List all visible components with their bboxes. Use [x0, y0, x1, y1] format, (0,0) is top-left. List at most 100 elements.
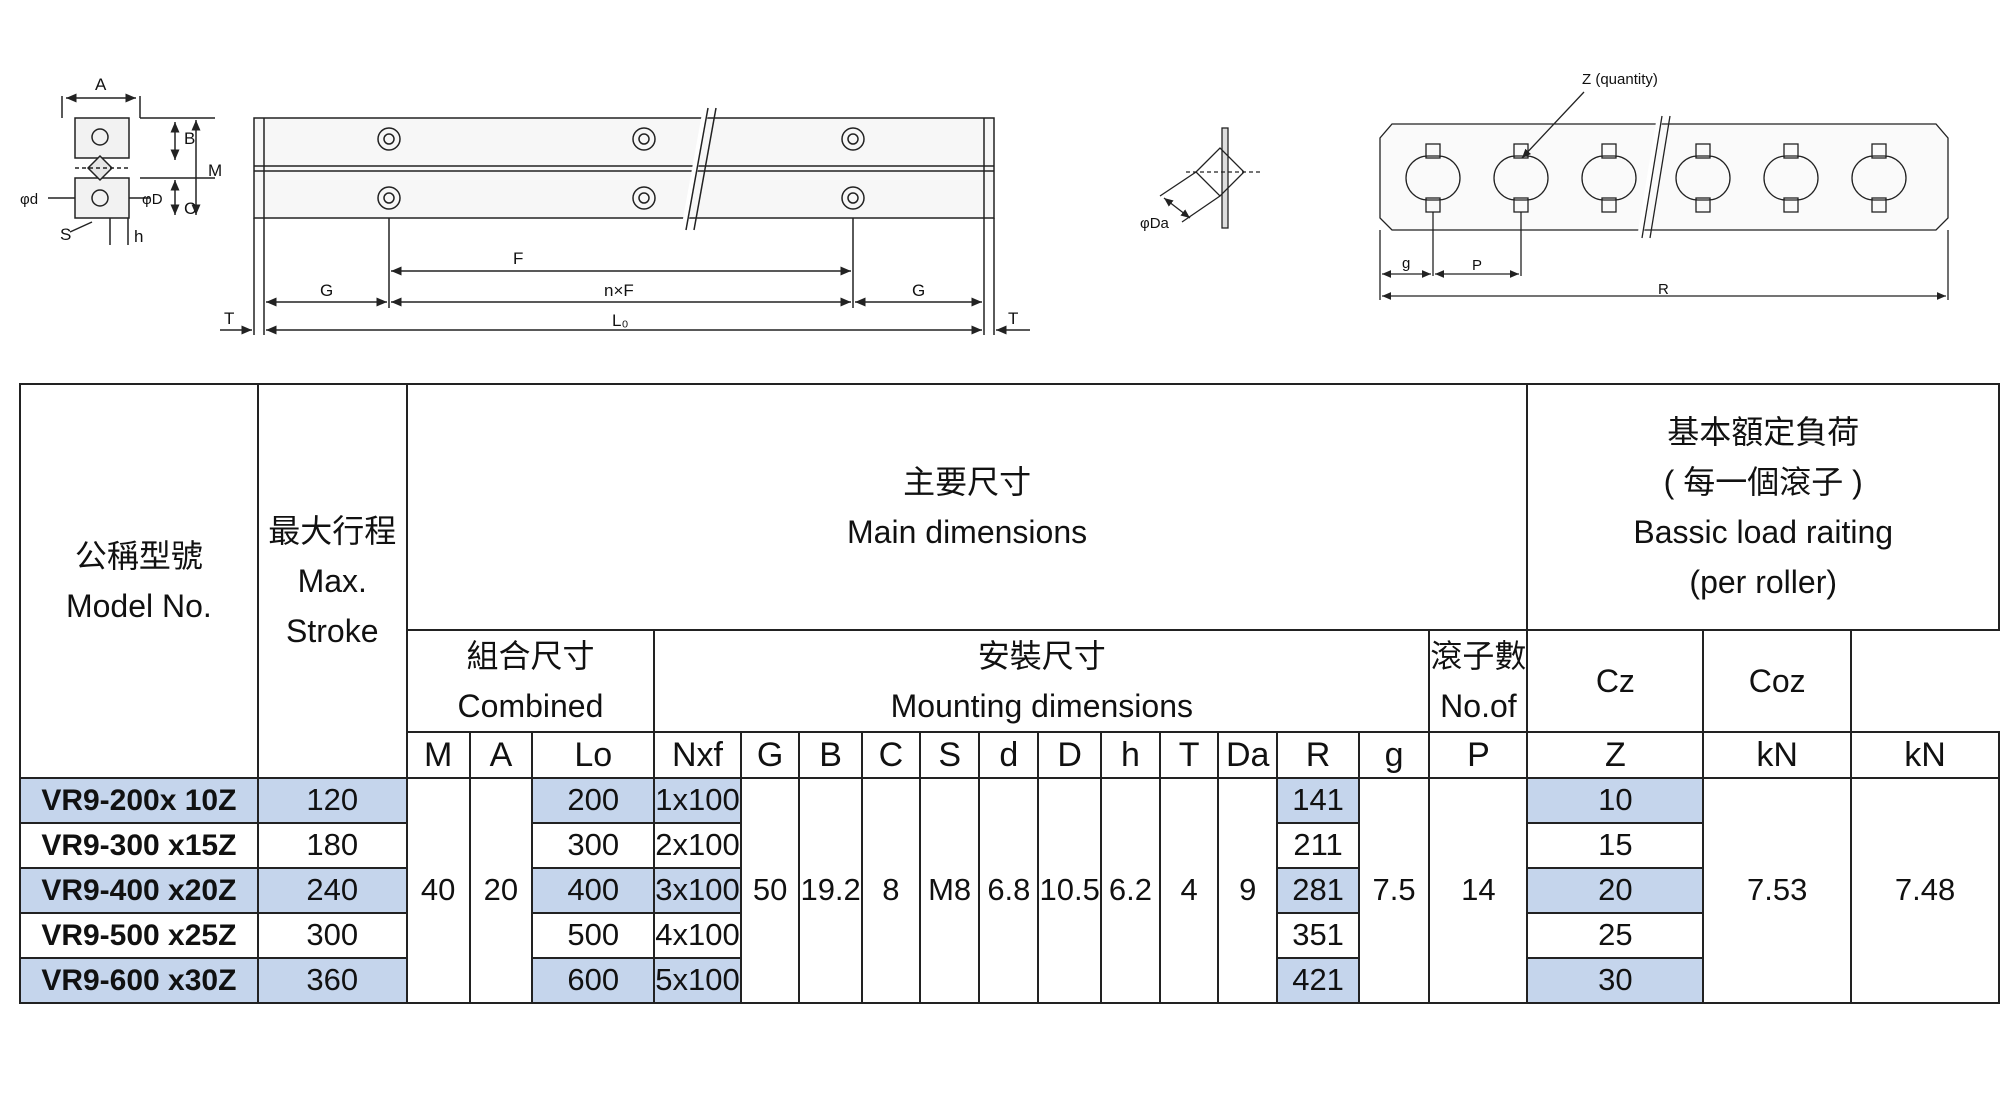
col-g: G	[739, 731, 801, 779]
lo-cell: 600	[531, 957, 656, 1004]
b-value: 19.2	[798, 777, 863, 1004]
z-cell: 25	[1526, 912, 1705, 959]
dim-small-d-label: φd	[20, 191, 38, 208]
h-value: 6.2	[1099, 777, 1162, 1004]
stroke-header: 最大行程 Max. Stroke	[256, 383, 408, 779]
dim-big-d-label: φD	[142, 191, 163, 208]
dim-m-label: M	[208, 161, 222, 180]
model-header-zh: 公稱型號	[74, 538, 203, 574]
drawings-svg: A B M C φd φD S h F G n×F G T	[20, 71, 1949, 335]
stroke-header-zh: 最大行程	[268, 513, 397, 549]
combined-header-en: Combined	[457, 688, 604, 724]
nxf-cell: 2x100	[653, 822, 742, 869]
roller-detail-view	[1159, 127, 1260, 229]
model-cell: VR9-600 x30Z	[19, 957, 259, 1004]
dim-r-label: R	[1658, 281, 1669, 298]
stroke-header-en-2: Stroke	[286, 613, 379, 649]
lo-cell: 300	[531, 822, 656, 869]
rollers-header-en: No.of	[1440, 688, 1517, 724]
coz-header: Coz	[1702, 629, 1853, 733]
col-z: Z	[1526, 731, 1705, 779]
stroke-cell: 240	[256, 867, 408, 914]
nxf-cell: 4x100	[653, 912, 742, 959]
z-cell: 10	[1526, 777, 1705, 824]
r-cell: 421	[1276, 957, 1360, 1004]
dim-z-quantity-label: Z (quantity)	[1582, 71, 1658, 88]
table-row: VR9-400 x20Z 240 400 3x100 281 20	[19, 867, 1999, 914]
header-row-2: 組合尺寸 Combined 安裝尺寸 Mounting dimensions 滾…	[20, 629, 1999, 733]
col-r: R	[1276, 731, 1360, 779]
r-cell: 211	[1276, 822, 1360, 869]
cz-header: Cz	[1526, 629, 1705, 733]
col-s: S	[919, 731, 981, 779]
col-m: M	[405, 731, 471, 779]
load-header-zh-1: 基本額定負荷	[1667, 414, 1860, 450]
lo-cell: 500	[531, 912, 656, 959]
technical-drawings: A B M C φd φD S h F G n×F G T	[0, 0, 2000, 360]
stroke-header-en-1: Max.	[297, 563, 367, 599]
col-kn-coz: kN	[1850, 731, 2000, 779]
load-rating-header: 基本額定負荷 ( 每一個滾子 ) Bassic load raiting (pe…	[1526, 383, 2000, 631]
model-header-en: Model No.	[65, 588, 212, 624]
cage-view	[1379, 91, 1949, 300]
table-row: VR9-300 x15Z 180 300 2x100 211 15	[19, 822, 1999, 869]
col-small-d: d	[978, 731, 1040, 779]
mounting-header: 安裝尺寸 Mounting dimensions	[653, 629, 1431, 733]
nxf-cell: 5x100	[653, 957, 742, 1004]
lo-cell: 200	[531, 777, 656, 824]
model-cell: VR9-400 x20Z	[19, 867, 259, 914]
cz-value: 7.53	[1702, 777, 1853, 1004]
stroke-cell: 360	[256, 957, 408, 1004]
model-cell: VR9-300 x15Z	[19, 822, 259, 869]
side-section-view	[48, 93, 215, 245]
dim-h-label: h	[134, 227, 143, 246]
load-header-en-1: Bassic load raiting	[1633, 514, 1894, 550]
big-d-value: 10.5	[1037, 777, 1102, 1004]
dim-da-label: φDa	[1140, 215, 1170, 232]
nxf-cell: 1x100	[653, 777, 742, 824]
m-value: 40	[405, 777, 471, 1004]
main-header-en: Main dimensions	[847, 514, 1088, 550]
z-cell: 15	[1526, 822, 1705, 869]
model-cell: VR9-200x 10Z	[19, 777, 259, 824]
model-header: 公稱型號 Model No.	[19, 383, 259, 779]
p-value: 14	[1428, 777, 1529, 1004]
c-value: 8	[860, 777, 922, 1004]
col-big-d: D	[1037, 731, 1102, 779]
rail-view	[220, 107, 1030, 335]
stroke-cell: 180	[256, 822, 408, 869]
s-value: M8	[919, 777, 981, 1004]
col-lo: Lo	[531, 731, 656, 779]
t-value: 4	[1159, 777, 1220, 1004]
col-a: A	[468, 731, 534, 779]
mounting-header-zh: 安裝尺寸	[977, 638, 1106, 674]
table-row: VR9-200x 10Z 120 40 20 200 1x100 50 19.2…	[19, 777, 2000, 1004]
da-value: 9	[1217, 777, 1279, 1004]
main-header-zh: 主要尺寸	[903, 464, 1032, 500]
cage-rollers	[1405, 143, 1907, 213]
small-d-value: 6.8	[978, 777, 1040, 1004]
col-kn-cz: kN	[1702, 731, 1853, 779]
load-header-zh-2: ( 每一個滾子 )	[1663, 464, 1863, 500]
dim-t-left-label: T	[224, 309, 234, 328]
rollers-header-zh: 滾子數	[1430, 638, 1527, 674]
load-header-en-2: (per roller)	[1689, 564, 1837, 600]
spec-table: 公稱型號 Model No. 最大行程 Max. Stroke 主要尺寸 Mai…	[19, 383, 2000, 1004]
dim-nxf-label: n×F	[604, 281, 634, 300]
small-g-value: 7.5	[1357, 777, 1431, 1004]
r-cell: 141	[1276, 777, 1360, 824]
dim-f-label: F	[513, 249, 523, 268]
main-dimensions-header: 主要尺寸 Main dimensions	[405, 383, 1529, 631]
table-row: VR9-600 x30Z 360 600 5x100 421 30	[19, 957, 1999, 1004]
dim-t-right-label: T	[1008, 309, 1018, 328]
dim-a-label: A	[95, 75, 107, 94]
r-cell: 351	[1276, 912, 1360, 959]
col-da: Da	[1217, 731, 1279, 779]
z-cell: 30	[1526, 957, 1705, 1004]
dim-lo-label: L₀	[612, 311, 629, 330]
nxf-cell: 3x100	[653, 867, 742, 914]
combined-header: 組合尺寸 Combined	[405, 629, 656, 733]
z-cell: 20	[1526, 867, 1705, 914]
table-row: VR9-500 x25Z 300 500 4x100 351 25	[19, 912, 1999, 959]
header-row-1: 公稱型號 Model No. 最大行程 Max. Stroke 主要尺寸 Mai…	[19, 383, 2000, 779]
